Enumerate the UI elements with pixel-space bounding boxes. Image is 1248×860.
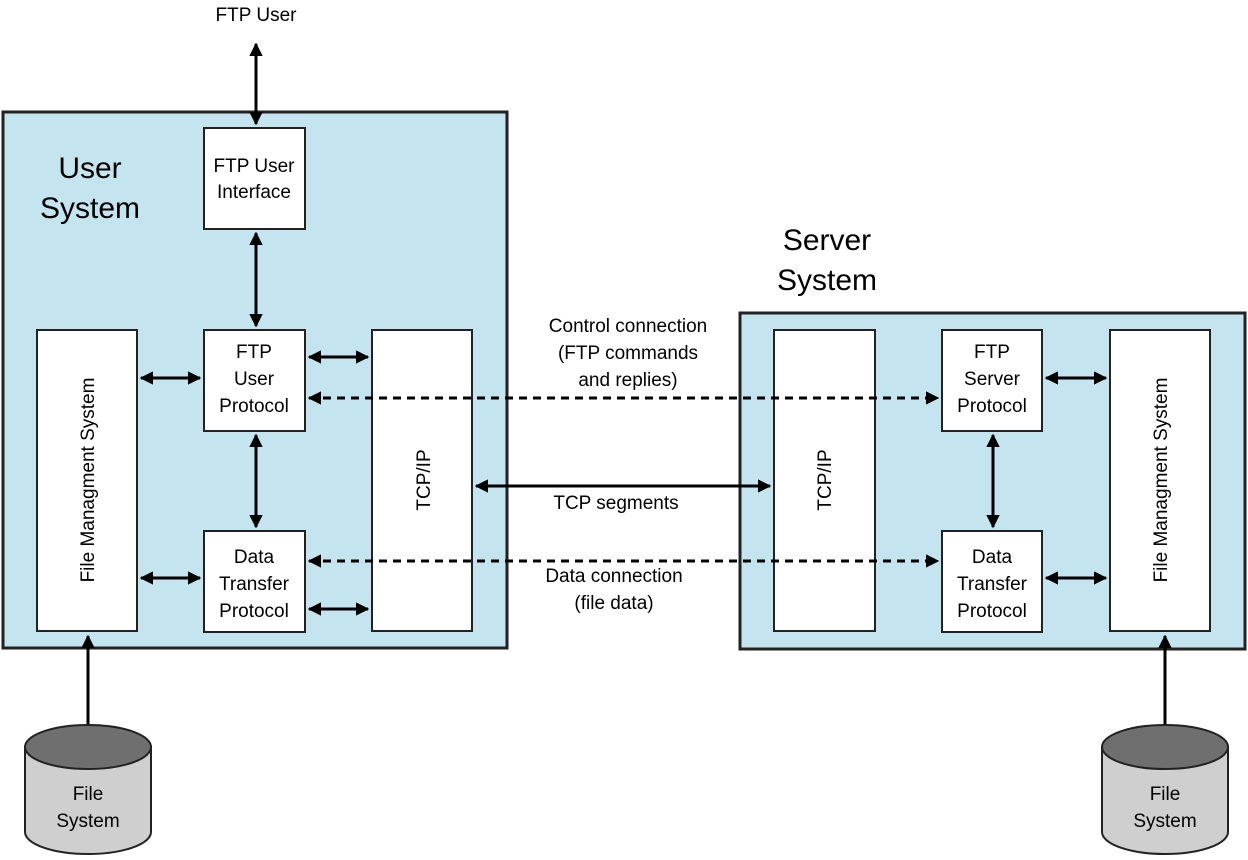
user-file-management-block	[36, 329, 138, 632]
server-data-transfer-block	[941, 530, 1043, 633]
user-file-management-label: File Managment System	[78, 378, 99, 583]
user-data-transfer-block	[203, 530, 306, 633]
ftp-user-protocol-line-1: FTP	[236, 342, 272, 363]
server-file-management-block	[1109, 329, 1211, 632]
server-system-title-2: System	[777, 264, 877, 297]
ftp-user-protocol-line-2: User	[234, 369, 275, 390]
server-system-title-1: Server	[783, 224, 871, 257]
ftp-user-protocol-line-3: Protocol	[219, 396, 289, 417]
user-tcpip-label: TCP/IP	[414, 449, 435, 510]
user-file-system-cylinder	[24, 724, 152, 855]
ftp-server-protocol-line-3: Protocol	[957, 396, 1027, 417]
server-data-transfer-line-2: Transfer	[957, 574, 1028, 595]
tcp-segments-label: TCP segments	[553, 493, 678, 514]
ftp-server-protocol-line-2: Server	[964, 369, 1021, 390]
ftp-user-interface-line-1: FTP User	[214, 156, 296, 177]
control-connection-label-3: and replies)	[578, 370, 677, 391]
data-connection-label-1: Data connection	[545, 566, 682, 587]
ftp-user-label: FTP User	[216, 5, 298, 26]
user-file-system-line-1: File	[73, 784, 104, 805]
data-connection-label-2: (file data)	[574, 593, 653, 614]
server-file-system-line-1: File	[1150, 784, 1181, 805]
user-system-title-2: System	[40, 192, 140, 225]
server-data-transfer-line-3: Protocol	[957, 601, 1027, 622]
server-file-system-cylinder	[1101, 724, 1229, 855]
control-connection-label-1: Control connection	[549, 316, 707, 337]
server-data-transfer-line-1: Data	[972, 547, 1013, 568]
server-tcpip-block	[773, 329, 876, 632]
user-data-transfer-line-3: Protocol	[219, 601, 289, 622]
ftp-user-protocol-block	[203, 329, 306, 432]
ftp-server-protocol-block	[941, 329, 1043, 432]
ftp-server-protocol-line-1: FTP	[974, 342, 1010, 363]
server-tcpip-label: TCP/IP	[815, 449, 836, 510]
ftp-user-interface-block	[203, 127, 306, 230]
user-file-system-line-2: System	[56, 811, 119, 832]
user-data-transfer-line-1: Data	[234, 547, 275, 568]
server-file-system-line-2: System	[1133, 811, 1196, 832]
control-connection-label-2: (FTP commands	[558, 343, 698, 364]
user-tcpip-block	[371, 329, 473, 632]
user-data-transfer-line-2: Transfer	[219, 574, 290, 595]
ftp-user-interface-line-2: Interface	[217, 182, 291, 203]
server-file-management-label: File Managment System	[1151, 378, 1172, 583]
user-system-title-1: User	[58, 152, 121, 185]
